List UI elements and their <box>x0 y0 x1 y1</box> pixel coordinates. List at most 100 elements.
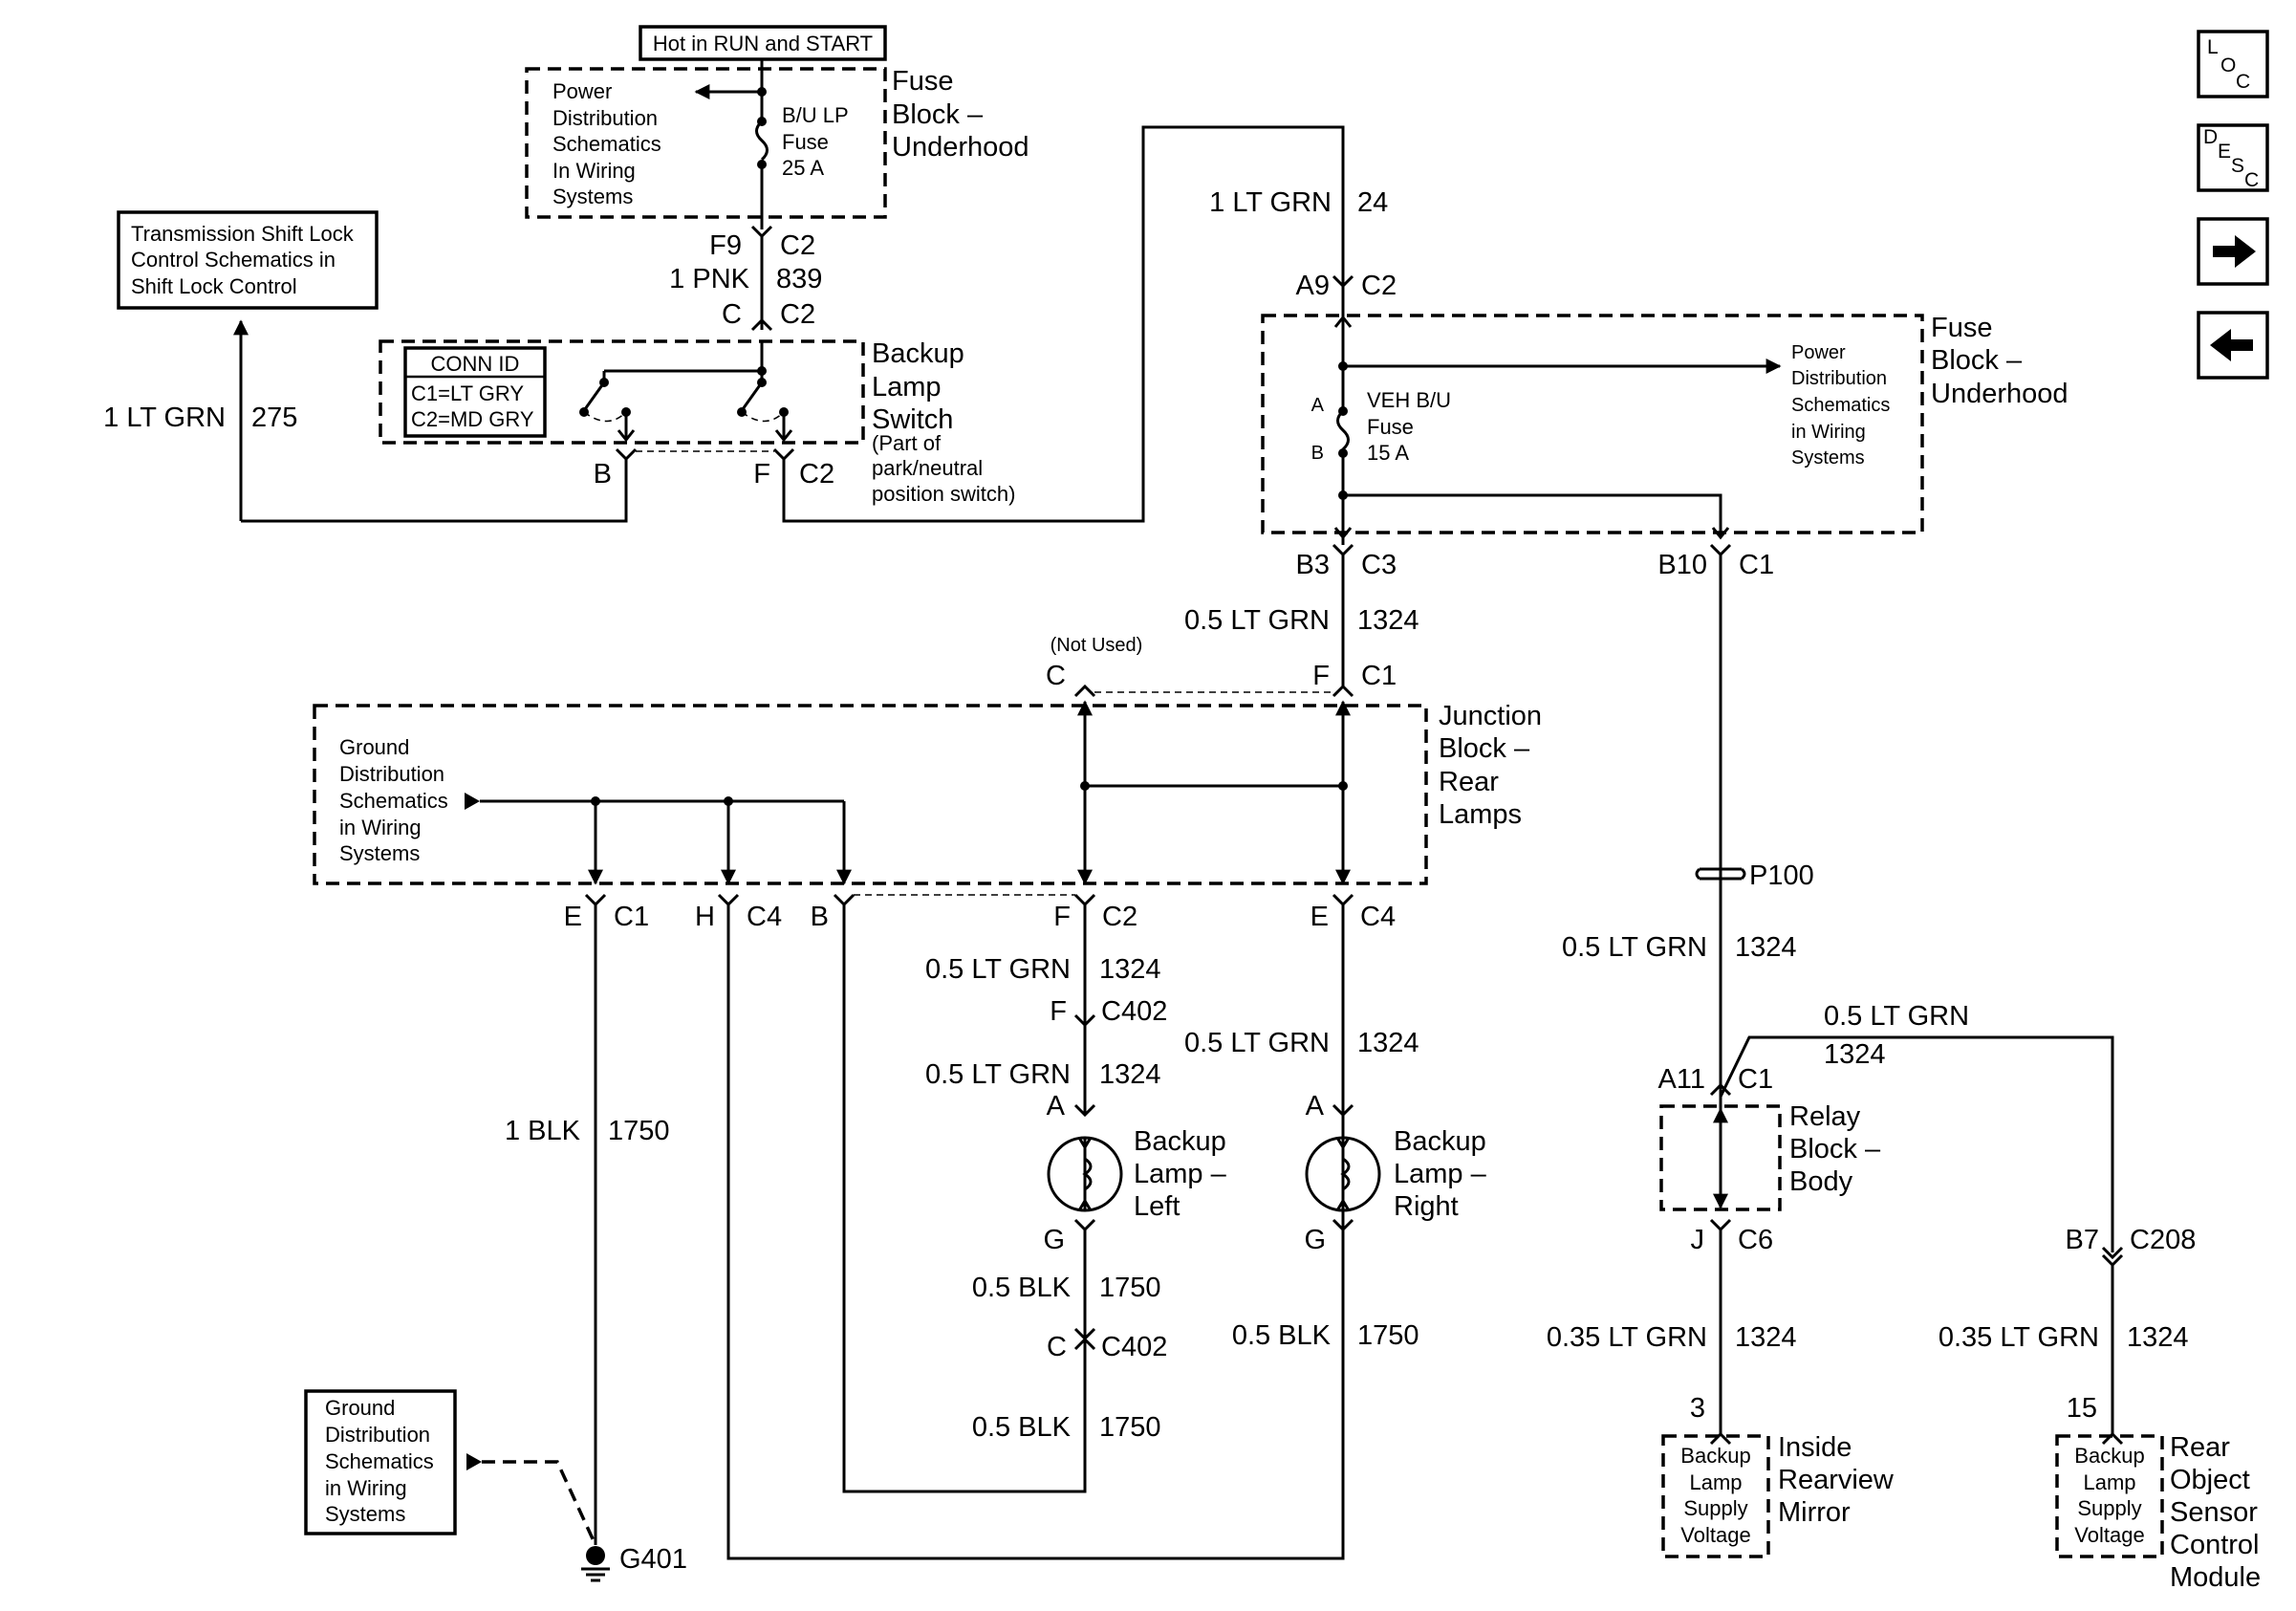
diagram-label: Backup <box>1680 1444 1750 1468</box>
wire-1324-f-gauge: 0.5 LT GRN <box>1824 1001 1969 1032</box>
arrow-left-icon <box>2210 329 2253 361</box>
hot-in-run-start-label: Hot in RUN and START <box>653 32 873 55</box>
diagram-label: (Part of <box>872 431 942 455</box>
splice-p100-label: P100 <box>1749 860 1814 891</box>
diagram-label: park/neutral <box>872 456 983 480</box>
diagram-label: C402 <box>1101 1332 1167 1362</box>
diagram-label: B/U LP <box>782 103 849 127</box>
diagram-label: Voltage <box>1680 1523 1750 1547</box>
diagram-label: Backup <box>872 338 964 369</box>
diagram-label: F <box>1312 661 1330 691</box>
diagram-label: Left <box>1134 1191 1180 1222</box>
diagram-label: L <box>2207 36 2219 58</box>
diagram-label: A <box>1311 395 1325 416</box>
diagram-label: B3 <box>1296 550 1330 580</box>
diagram-label: Rear <box>1439 767 1499 797</box>
diagram-label: Power <box>552 79 612 103</box>
diagram-label: In Wiring <box>552 159 636 183</box>
diagram-label: C2=MD GRY <box>411 407 534 431</box>
desc-button[interactable]: D E S C <box>2197 123 2269 192</box>
diagram-label: C208 <box>2130 1225 2196 1255</box>
diagram-label: C1 <box>1739 550 1774 580</box>
next-button[interactable] <box>2197 217 2269 286</box>
prev-button[interactable] <box>2197 311 2269 380</box>
diagram-label: F <box>753 459 770 490</box>
diagram-label: B10 <box>1657 550 1707 580</box>
diagram-label: C2 <box>1102 902 1137 932</box>
backup-lamp-switch: CONN ID C1=LT GRY C2=MD GRY Backup Lamp … <box>379 338 1015 506</box>
diagram-label: Schematics <box>339 789 448 813</box>
diagram-label: B <box>594 459 612 490</box>
loc-button[interactable]: L O C <box>2197 30 2269 98</box>
diagram-label: Lamp <box>1689 1470 1742 1494</box>
shift-lock-note: Transmission Shift Lock Control Schemati… <box>117 210 379 310</box>
diagram-label: Lamps <box>1439 799 1522 830</box>
diagram-label: Underhood <box>892 132 1029 163</box>
ground-note: Ground Distribution Schematics in Wiring… <box>304 1389 457 1535</box>
switch-blade-right-icon <box>741 381 764 410</box>
diagram-label: Backup <box>2074 1444 2144 1468</box>
wire-1324-c-gauge: 0.5 LT GRN <box>925 1059 1071 1090</box>
diagram-label: G <box>1304 1225 1326 1255</box>
wire-1750-b-gauge: 0.5 BLK <box>972 1273 1072 1303</box>
diagram-label: Shift Lock Control <box>131 274 297 298</box>
diagram-label: Lamp – <box>1394 1159 1487 1189</box>
diagram-label: Object <box>2170 1465 2250 1495</box>
diagram-label: Rearview <box>1778 1465 1895 1495</box>
relay-block-body: Relay Block – Body <box>1659 1101 1881 1211</box>
diagram-label: C4 <box>747 902 782 932</box>
diagram-label: C2 <box>1361 271 1397 301</box>
diagram-label: C <box>2236 71 2250 93</box>
inside-rearview-mirror: Backup Lamp Supply Voltage Inside Rearvi… <box>1661 1432 1895 1558</box>
diagram-label: Power <box>1791 342 1846 363</box>
diagram-label: Systems <box>339 841 420 865</box>
diagram-label: Sensor <box>2170 1497 2258 1528</box>
wire-1750-d-circuit: 1750 <box>1357 1320 1419 1351</box>
diagram-label: F <box>1053 902 1071 932</box>
splice-p100-icon <box>1695 867 1746 881</box>
diagram-label: Fuse <box>782 130 829 154</box>
diagram-label: Ground <box>339 735 409 759</box>
lamp-filament-right-icon <box>1340 1157 1351 1191</box>
wire-1324-e-circuit: 1324 <box>1735 932 1797 963</box>
hot-in-run-start-label-box: Hot in RUN and START <box>639 25 887 61</box>
diagram-label: 15 <box>2067 1393 2097 1424</box>
diagram-label: VEH B/U <box>1367 388 1451 412</box>
wire-1750-a-gauge: 1 BLK <box>505 1116 581 1146</box>
diagram-label: C2 <box>780 299 815 330</box>
diagram-label: C2 <box>799 459 834 490</box>
diagram-label: O <box>2220 54 2236 76</box>
diagram-label: Supply <box>2077 1496 2141 1520</box>
diagram-label: Relay <box>1789 1101 1861 1132</box>
diagram-label: E <box>1310 902 1329 932</box>
diagram-label: CONN ID <box>431 352 520 376</box>
diagram-label: C <box>722 299 742 330</box>
diagram-label: 15 A <box>1367 441 1409 465</box>
diagram-label: J <box>1691 1225 1705 1255</box>
diagram-label: Block – <box>1931 345 2023 376</box>
wire-1324-d-circuit: 1324 <box>1357 1028 1419 1058</box>
diagram-label: C1=LT GRY <box>411 381 524 405</box>
diagram-label: Control <box>2170 1530 2260 1560</box>
diagram-label: Backup <box>1134 1126 1226 1157</box>
not-used-label: (Not Used) <box>1051 635 1143 656</box>
diagram-label: C2 <box>780 230 815 261</box>
rear-object-sensor-module: Backup Lamp Supply Voltage Rear Object S… <box>2055 1432 2261 1593</box>
fuse-b-u-lp-icon <box>755 120 769 162</box>
diagram-label: in Wiring <box>1791 422 1866 443</box>
diagram-label: F <box>1050 996 1067 1027</box>
diagram-label: Fuse <box>1367 415 1414 439</box>
arrow-right-icon <box>2213 235 2256 268</box>
diagram-label: Control Schematics in <box>131 248 336 272</box>
diagram-label: Right <box>1394 1191 1459 1222</box>
switch-blade-left-icon <box>583 381 606 410</box>
diagram-label: in Wiring <box>339 816 422 839</box>
diagram-label: Transmission Shift Lock <box>131 222 355 246</box>
wire-1324-c-circuit: 1324 <box>1099 1059 1161 1090</box>
diagram-label: Distribution <box>552 106 658 130</box>
diagram-label: S <box>2231 155 2244 177</box>
wire-1750-d-gauge: 0.5 BLK <box>1232 1320 1332 1351</box>
diagram-label: Module <box>2170 1562 2261 1593</box>
diagram-label: E <box>2218 141 2231 163</box>
